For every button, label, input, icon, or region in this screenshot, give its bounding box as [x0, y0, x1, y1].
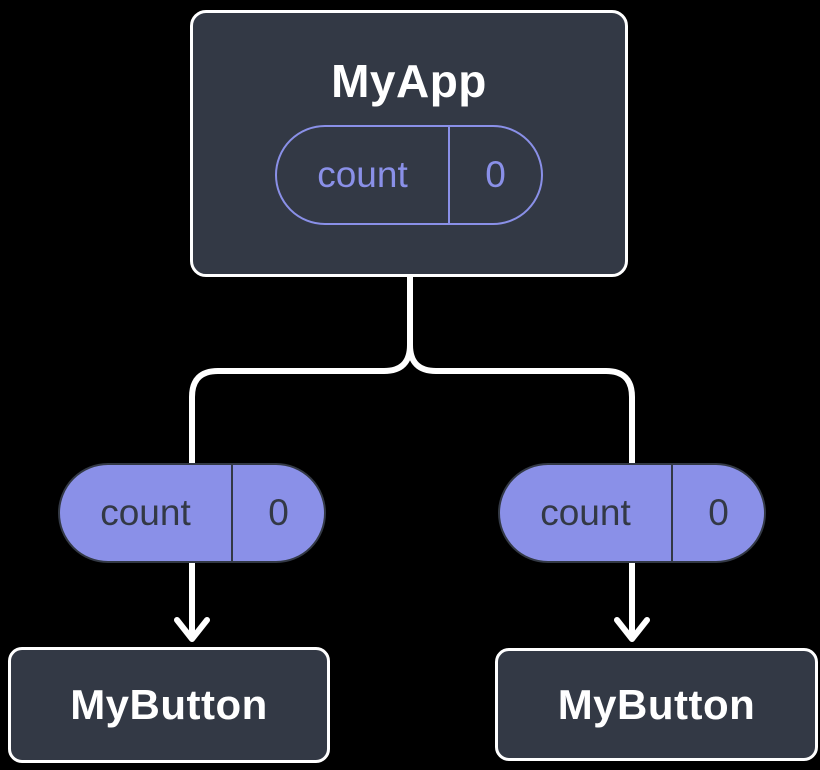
prop-pill-right: count 0: [498, 463, 766, 563]
prop-pill-value: 0: [671, 465, 764, 561]
state-pill-value: 0: [448, 126, 541, 223]
state-pill-name: count: [317, 153, 408, 195]
root-state-pill: count 0: [275, 124, 543, 225]
prop-pill-left: count 0: [58, 463, 326, 563]
child-node-left: MyButton: [8, 647, 330, 763]
connector-left-branch: [189, 274, 413, 639]
prop-pill-name: count: [100, 492, 191, 533]
arrow-down-icon: [614, 617, 650, 642]
connector-right-branch: [407, 274, 635, 639]
child-node-right: MyButton: [495, 648, 818, 761]
arrow-down-icon: [174, 617, 210, 642]
root-node-title: MyApp: [331, 55, 487, 107]
prop-pill-name: count: [540, 492, 631, 533]
child-node-title: MyButton: [70, 681, 268, 728]
root-node: MyApp count 0: [190, 10, 628, 277]
prop-pill-value: 0: [231, 465, 324, 561]
child-node-title: MyButton: [557, 680, 756, 728]
